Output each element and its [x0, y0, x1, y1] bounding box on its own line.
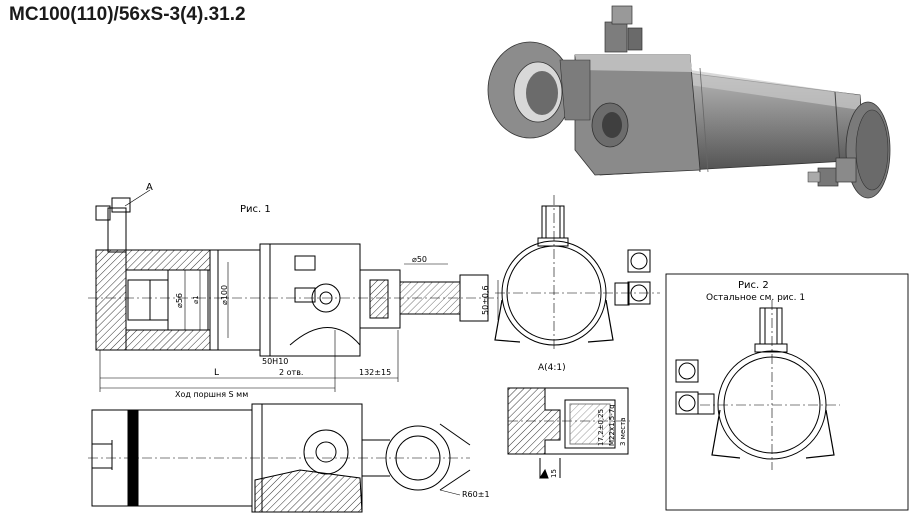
dim-d100: ⌀100: [220, 285, 229, 305]
dim-132: 132±15: [359, 368, 391, 377]
dim-50h: 50±0,6: [481, 285, 490, 315]
main-section-view: [88, 189, 499, 392]
view-a-label: А(4:1): [538, 363, 566, 373]
dim-15: 15: [550, 469, 558, 478]
thread-detail-view: [507, 387, 630, 479]
section-view-a: [494, 195, 660, 352]
dim-d50: ⌀50: [412, 255, 427, 264]
lower-view: [88, 403, 471, 513]
fig2-panel: [665, 273, 909, 511]
dim-17: 17,2±0,25: [597, 409, 605, 446]
callout-a: A: [146, 182, 153, 193]
dim-d56: ⌀56: [175, 293, 184, 308]
dim-m22: M22x1,5-7g: [608, 404, 616, 446]
dim-l: L: [214, 368, 219, 378]
drawing-labels: A Рис. 1 ⌀50 50±0,6 ⌀56 ⌀100 ⌀1 50H10 2 …: [146, 182, 805, 499]
fig2-label: Рис. 2: [738, 280, 769, 291]
dim-2-holes: 2 отв.: [279, 368, 303, 377]
page-title: MC100(110)/56xS-3(4).31.2: [9, 4, 246, 25]
dim-hole-1: ⌀1: [192, 295, 200, 304]
stroke-label: Ход поршня S мм: [175, 390, 248, 399]
fig1-label: Рис. 1: [240, 204, 271, 215]
dim-3-places: 3 места: [619, 418, 627, 446]
fig2-note: Остальное см. рис. 1: [706, 293, 805, 303]
cylinder-3d-render: [487, 5, 891, 199]
dim-r60: R60±1: [462, 490, 490, 499]
dim-50h10: 50H10: [262, 357, 288, 366]
